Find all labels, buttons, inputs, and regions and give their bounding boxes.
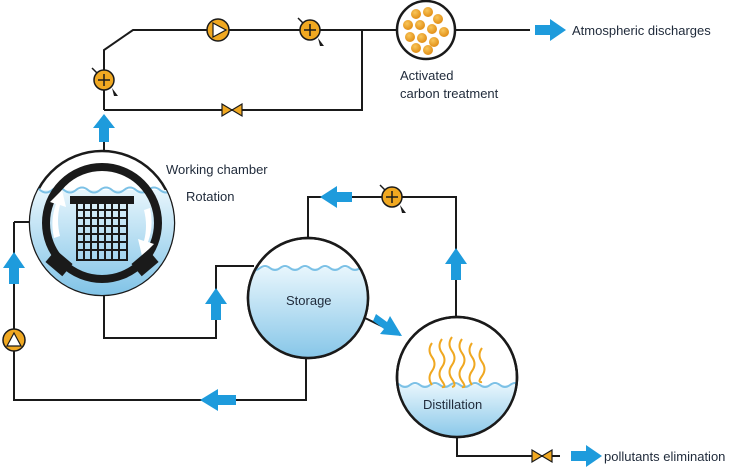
- atmospheric-discharges-label: Atmospheric discharges: [572, 23, 711, 38]
- storage-tank: [246, 236, 370, 360]
- working-chamber: [28, 149, 176, 297]
- flow-arrow-icon: [205, 288, 227, 320]
- activated-carbon-filter: [395, 0, 457, 61]
- rotation-label: Rotation: [186, 189, 234, 204]
- storage-label: Storage: [286, 293, 332, 308]
- flow-arrow-icon: [571, 445, 602, 467]
- working-chamber-label: Working chamber: [166, 162, 268, 177]
- pipes: [13, 29, 560, 457]
- vapor-lines: [428, 336, 486, 389]
- activated-carbon-label-line1: Activated: [400, 68, 453, 83]
- flow-arrow-icon: [200, 389, 236, 411]
- rotation-arrow-icon: [50, 190, 66, 238]
- distillation-label: Distillation: [423, 397, 482, 412]
- pump-icon: [206, 18, 230, 42]
- drum-grid: [70, 196, 134, 261]
- pollutants-elimination-label: pollutants elimination: [604, 449, 725, 464]
- flow-arrow-icon: [535, 19, 566, 41]
- flow-arrow-icon: [320, 186, 352, 208]
- activated-carbon-label-line2: carbon treatment: [400, 86, 499, 101]
- fan-icon: [379, 184, 406, 213]
- flow-arrow-icon: [3, 252, 25, 284]
- valve-icon: [221, 102, 243, 118]
- flow-arrow-icon: [445, 248, 467, 280]
- fan-icon: [91, 67, 118, 96]
- distillation-unit: [395, 315, 519, 439]
- valve-icon: [531, 448, 553, 464]
- rotation-arrow-icon: [138, 208, 154, 256]
- pump-icon: [2, 328, 26, 352]
- flow-arrow-icon: [373, 314, 402, 336]
- flow-arrow-icon: [93, 114, 115, 142]
- fan-icon: [297, 17, 324, 46]
